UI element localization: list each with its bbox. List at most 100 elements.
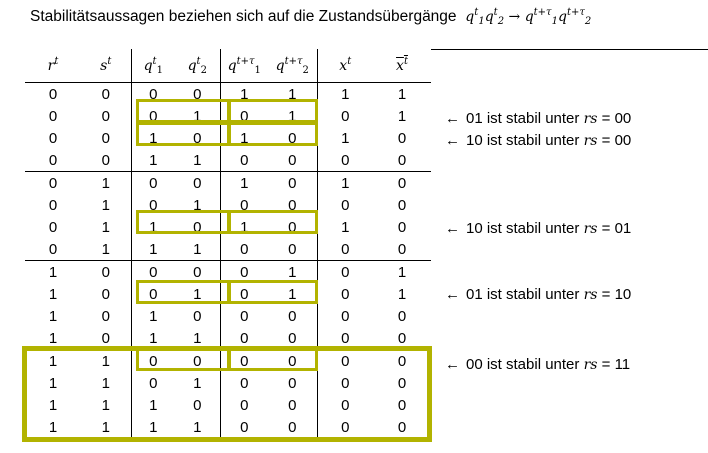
highlight-box-row-7	[136, 210, 230, 234]
table-cell: 1	[175, 238, 221, 261]
table-cell: 0	[149, 285, 158, 303]
title-text: Stabilitätsaussagen beziehen sich auf di…	[30, 8, 457, 25]
table-cell: 1	[268, 260, 318, 283]
table-cell: 0	[341, 329, 350, 347]
table-cell: 1	[149, 396, 158, 414]
table-cell: 0	[397, 218, 407, 236]
table-cell: 0	[341, 196, 350, 214]
table-cell: 0	[149, 85, 158, 103]
table-cell: 0	[397, 329, 407, 347]
table-cell: 0	[341, 396, 350, 414]
annotation-text: 00 ist stabil unter	[466, 356, 580, 373]
header-cell: xt	[373, 49, 431, 83]
stability-annotation: ←10 ist stabil unter rs = 00	[445, 132, 631, 149]
table-cell: 1	[240, 85, 249, 103]
annotation-text: 10 ist stabil unter	[466, 220, 580, 237]
table-cell: 0	[397, 418, 407, 436]
table-cell: 0	[240, 151, 249, 169]
highlight-block-rs-11	[22, 346, 432, 442]
table-cell: 0	[81, 127, 132, 149]
table-cell: 0	[317, 260, 373, 283]
stability-annotation: ←01 ist stabil unter rs = 00	[445, 110, 631, 127]
table-cell: 1	[149, 307, 158, 325]
table-cell: 1	[81, 416, 132, 438]
table-cell: 1	[341, 218, 350, 236]
table-cell: 0	[397, 129, 407, 147]
header-cell: st	[81, 49, 132, 83]
table-cell: 0	[81, 149, 132, 172]
table-cell: 0	[81, 327, 132, 350]
annotation-arrow: ←	[445, 132, 460, 149]
table-cell: 0	[175, 171, 221, 194]
table-cell: 1	[175, 416, 221, 438]
table-cell: 0	[397, 374, 407, 392]
table-cell: 1	[240, 218, 249, 236]
table-cell: 0	[81, 283, 132, 305]
table-cell: 1	[149, 240, 158, 258]
table-cell: 0	[48, 240, 58, 258]
page-title: Stabilitätsaussagen beziehen sich auf di…	[30, 7, 592, 27]
table-cell: 0	[81, 305, 132, 327]
annotation-var: rs	[583, 111, 598, 127]
table-cell: 0	[341, 374, 350, 392]
title-formula: qt1qt2 → qt+τ1qt+τ2	[460, 7, 592, 27]
table-cell: 1	[175, 327, 221, 350]
table-cell: 0	[341, 240, 350, 258]
table-cell: 1	[397, 285, 407, 303]
table-cell: 0	[397, 396, 407, 414]
table-cell: 0	[397, 307, 407, 325]
annotation-value: = 00	[601, 110, 632, 127]
table-cell: 0	[240, 418, 249, 436]
annotation-column	[431, 49, 708, 440]
annotation-text: 01 ist stabil unter	[466, 286, 580, 303]
table-cell: 0	[175, 394, 221, 416]
table-cell: 1	[397, 85, 407, 103]
table-cell: 0	[175, 305, 221, 327]
table-cell: 0	[220, 260, 268, 283]
stability-annotation: ←10 ist stabil unter rs = 01	[445, 220, 631, 237]
table-cell: 1	[149, 329, 158, 347]
table-cell: 0	[149, 196, 158, 214]
table-cell: 1	[317, 171, 373, 194]
table-cell: 1	[48, 396, 58, 414]
table-cell: 0	[268, 305, 318, 327]
table-cell: 0	[240, 307, 249, 325]
table-cell: 0	[341, 307, 350, 325]
table-cell: 1	[149, 218, 158, 236]
annotation-var: rs	[583, 133, 598, 149]
table-cell: 0	[48, 151, 58, 169]
table-cell: 1	[48, 329, 58, 347]
table-cell: 0	[341, 285, 350, 303]
table-cell: 1	[81, 238, 132, 261]
annotation-text: 01 ist stabil unter	[466, 110, 580, 127]
table-cell: 0	[397, 196, 407, 214]
table-cell: 0	[268, 327, 318, 350]
table-cell: 0	[240, 240, 249, 258]
annotation-value: = 10	[601, 286, 632, 303]
table-cell: 1	[48, 418, 58, 436]
table-cell: 0	[341, 151, 350, 169]
table-cell: 1	[175, 283, 221, 305]
annotation-var: rs	[583, 357, 598, 373]
highlight-box-row-3-next	[228, 122, 318, 146]
table-cell: 1	[341, 85, 350, 103]
table-cell: 1	[149, 129, 158, 147]
table-cell: 1	[373, 260, 431, 283]
table-cell: 1	[175, 149, 221, 172]
table-cell: 0	[240, 396, 249, 414]
table-cell: 0	[131, 171, 175, 194]
table-cell: 0	[268, 171, 318, 194]
table-cell: 0	[175, 260, 221, 283]
stability-annotation: ←00 ist stabil unter rs = 11	[445, 356, 630, 373]
annotation-value: = 01	[601, 220, 632, 237]
highlight-box-row-3	[136, 122, 230, 146]
stability-annotation: ←01 ist stabil unter rs = 10	[445, 286, 631, 303]
table-cell: 0	[149, 107, 158, 125]
